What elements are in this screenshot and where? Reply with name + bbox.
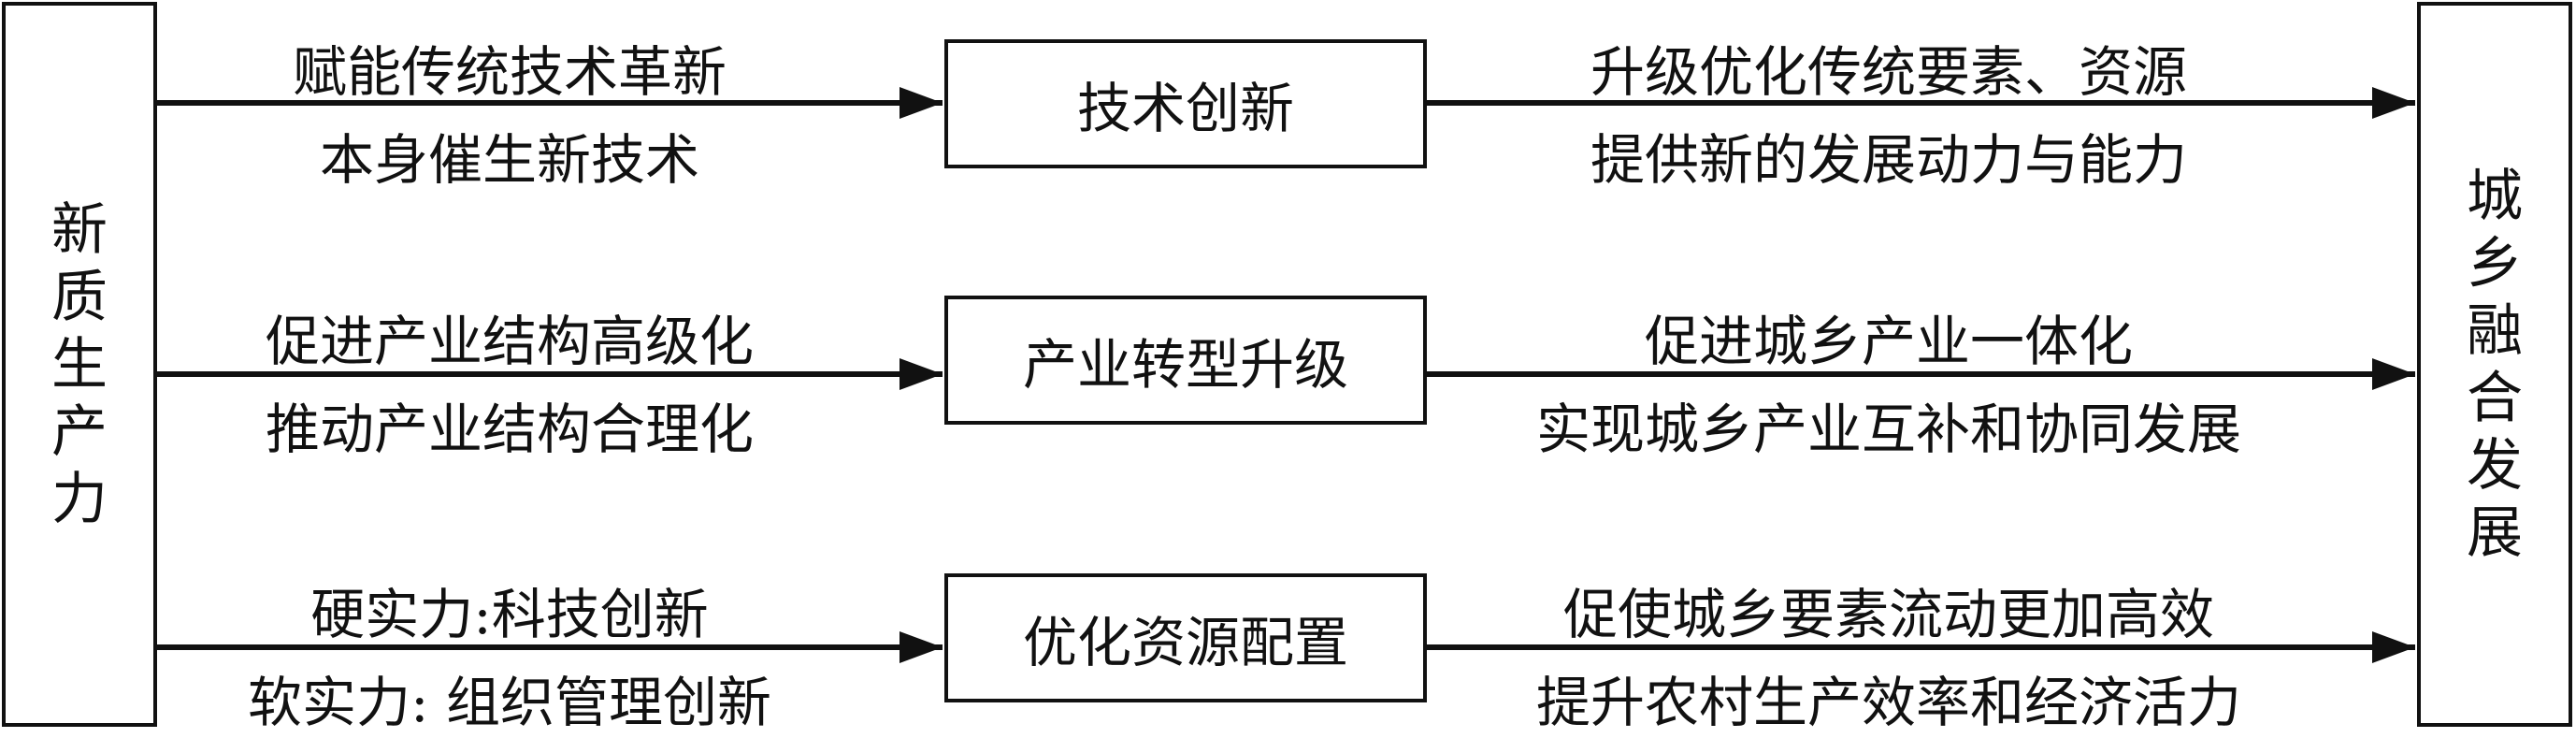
arrowhead-tech [899, 87, 943, 119]
arrowhead-right-2 [2372, 358, 2415, 390]
out-label-top-1: 升级优化传统要素、资源 [1590, 40, 2187, 104]
middle-box-tech-innovation: 技术创新 [944, 39, 1427, 168]
arrowhead-industry [899, 358, 943, 390]
in-label-bottom-2: 推动产业结构合理化 [265, 398, 754, 461]
middle-label-tech-innovation: 技术创新 [1076, 77, 1294, 140]
out-label-bottom-2: 实现城乡产业互补和协同发展 [1535, 398, 2241, 461]
out-label-bottom-3: 提升农村生产效率和经济活力 [1535, 671, 2241, 734]
middle-label-industry-upgrade: 产业转型升级 [1022, 333, 1348, 397]
arrowhead-right-3 [2372, 631, 2415, 663]
in-label-top-1: 赋能传统技术革新 [292, 40, 727, 104]
in-label-top-2: 促进产业结构高级化 [265, 310, 754, 373]
middle-box-resource-allocation: 优化资源配置 [944, 573, 1427, 702]
left-node-label: 新质生产力 [51, 196, 108, 532]
right-node-label: 城乡融合发展 [2467, 163, 2523, 566]
arrowhead-resource [899, 631, 943, 663]
middle-box-industry-upgrade: 产业转型升级 [944, 296, 1427, 425]
in-label-bottom-3: 软实力: 组织管理创新 [248, 671, 771, 734]
in-label-top-3: 硬实力:科技创新 [310, 583, 709, 646]
in-label-bottom-1: 本身催生新技术 [319, 128, 699, 192]
out-label-top-2: 促进城乡产业一体化 [1644, 310, 2133, 373]
out-label-bottom-1: 提供新的发展动力与能力 [1590, 128, 2187, 192]
right-node-box: 城乡融合发展 [2417, 2, 2572, 727]
arrowhead-right-1 [2372, 87, 2415, 119]
middle-label-resource-allocation: 优化资源配置 [1022, 611, 1348, 674]
out-label-top-3: 促使城乡要素流动更加高效 [1562, 583, 2214, 646]
left-node-box: 新质生产力 [2, 2, 157, 727]
